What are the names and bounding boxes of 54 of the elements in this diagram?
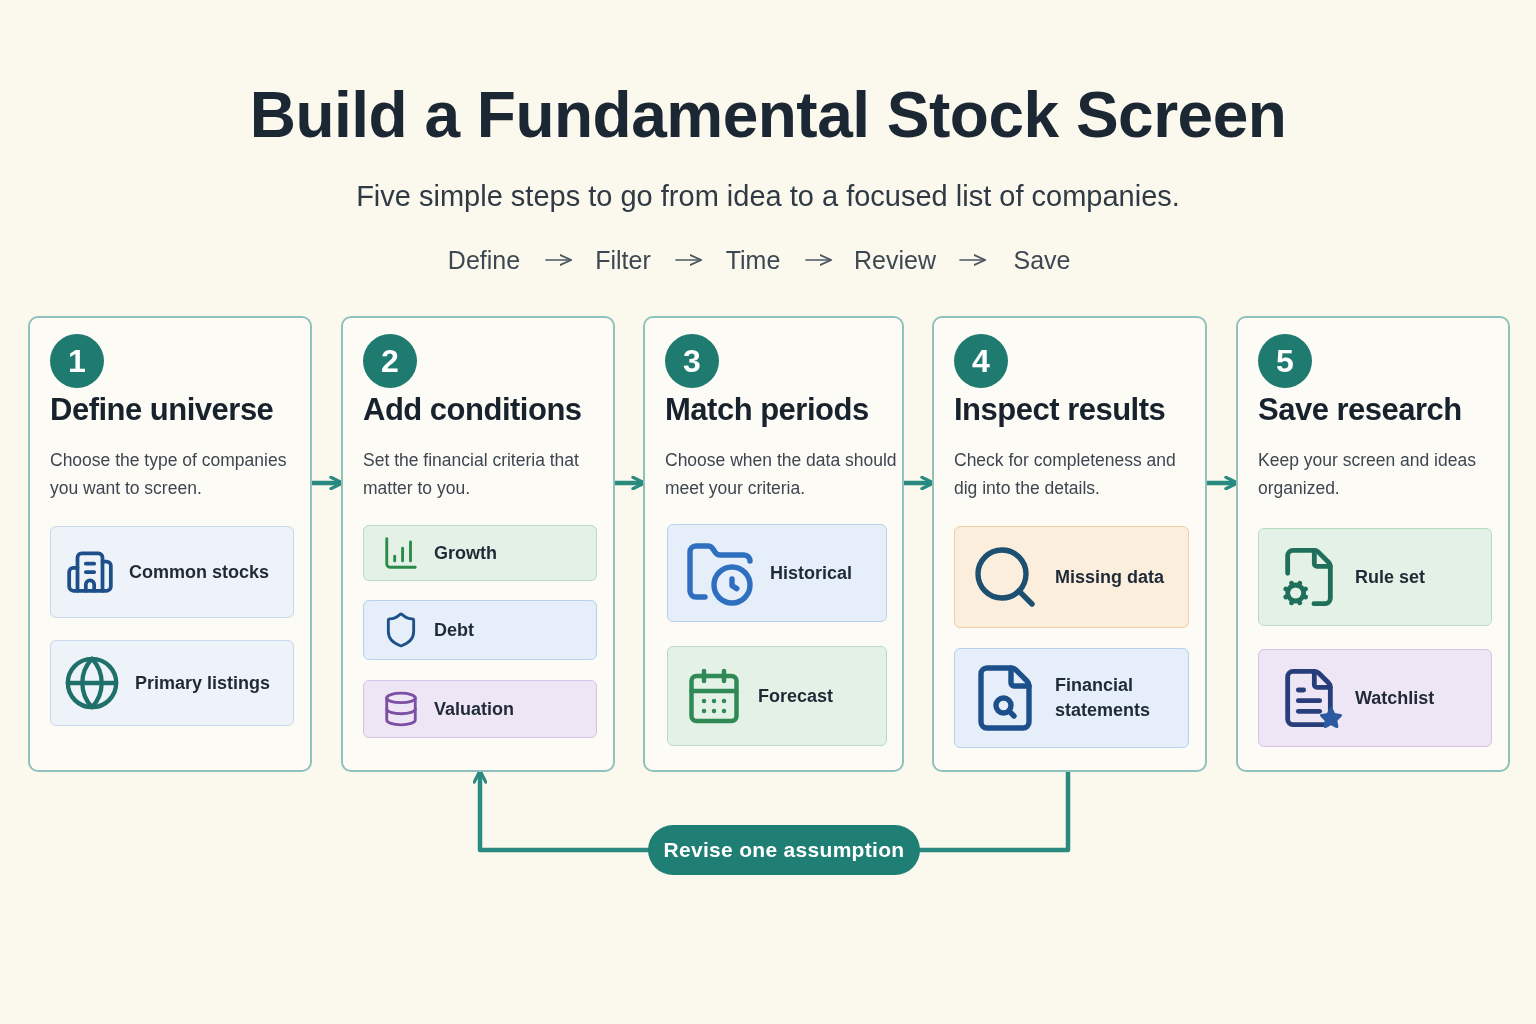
arrow bbox=[545, 254, 573, 266]
step-card bbox=[341, 316, 615, 772]
option-label: Watchlist bbox=[1355, 686, 1436, 710]
option-card bbox=[667, 646, 887, 746]
step-card bbox=[28, 316, 312, 772]
step-title: Inspect results bbox=[954, 392, 1167, 428]
step-number-badge: 4 bbox=[954, 334, 1008, 388]
option-label: Common stocks bbox=[129, 560, 271, 584]
option-label: Growth bbox=[434, 541, 498, 565]
step-description: Choose the type of companies you want to screen. bbox=[50, 449, 288, 500]
flow-step-label: Save bbox=[984, 242, 1100, 278]
step-card bbox=[1236, 316, 1510, 772]
arrow bbox=[805, 254, 833, 266]
option-card bbox=[50, 640, 294, 726]
step-description: Keep your screen and ideas organized. bbox=[1258, 449, 1477, 500]
option-label: Debt bbox=[434, 618, 475, 642]
step-title: Match periods bbox=[665, 392, 870, 428]
option-card bbox=[363, 525, 597, 581]
flow-step-label: Define bbox=[422, 242, 546, 278]
step-number-badge: 1 bbox=[50, 334, 104, 388]
arrow bbox=[959, 254, 987, 266]
option-card bbox=[954, 648, 1189, 748]
option-card bbox=[954, 526, 1189, 628]
flow-step-label: Time bbox=[700, 242, 806, 278]
option-label: Rule set bbox=[1355, 565, 1427, 589]
step-number-badge: 3 bbox=[665, 334, 719, 388]
option-card bbox=[363, 600, 597, 660]
step-description: Choose when the data should meet your criteria. bbox=[665, 449, 898, 500]
subtitle: Five simple steps to go from idea to a focused list of companies. bbox=[355, 180, 1181, 213]
step-description: Set the financial criteria that matter to you. bbox=[363, 449, 580, 500]
arrow bbox=[675, 254, 703, 266]
step-card bbox=[932, 316, 1207, 772]
option-card bbox=[1258, 528, 1492, 626]
option-label: Primary listings bbox=[135, 671, 272, 695]
step-title: Add conditions bbox=[363, 392, 583, 428]
step-description: Check for completeness and dig into the details. bbox=[954, 449, 1177, 500]
option-label: Financial statements bbox=[1055, 674, 1152, 722]
option-label: Valuation bbox=[434, 697, 515, 721]
step-title: Define universe bbox=[50, 392, 275, 428]
step-number-badge: 2 bbox=[363, 334, 417, 388]
step-number-badge: 5 bbox=[1258, 334, 1312, 388]
option-card bbox=[667, 524, 887, 622]
option-label: Missing data bbox=[1055, 565, 1166, 589]
option-card bbox=[363, 680, 597, 738]
option-card bbox=[1258, 649, 1492, 747]
option-label: Historical bbox=[770, 561, 854, 585]
flow-step-label: Filter bbox=[570, 242, 676, 278]
step-card bbox=[643, 316, 904, 772]
option-card bbox=[50, 526, 294, 618]
step-title: Save research bbox=[1258, 392, 1463, 428]
flow-step-label: Review bbox=[830, 242, 960, 278]
title: Build a Fundamental Stock Screen bbox=[248, 78, 1288, 152]
option-label: Forecast bbox=[758, 684, 835, 708]
feedback-pill: Revise one assumption bbox=[648, 825, 920, 875]
